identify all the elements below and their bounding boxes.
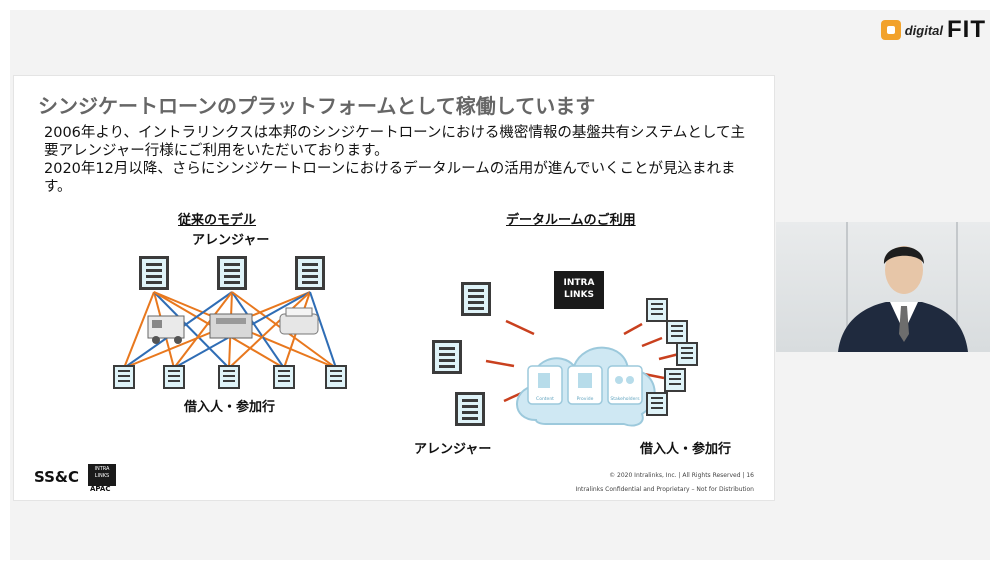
data-room-cloud-icon: Content Provide Stakeholders <box>516 346 656 427</box>
body-paragraph-1: 2006年より、イントラリンクスは本邦のシンジケートローンにおける機密情報の基盤… <box>44 125 745 159</box>
webcam-video-feed <box>776 222 990 352</box>
data-room-heading: データルームのご利用 <box>506 213 636 228</box>
ssc-logo: SS&C <box>34 468 80 486</box>
brand-fit-text: FIT <box>947 16 986 43</box>
presentation-slide: シンジケートローンのプラットフォームとして稼働しています 2006年より、イント… <box>14 76 774 500</box>
borrower-doc-icon <box>676 342 698 366</box>
machine-icons <box>147 307 319 344</box>
borrower-doc-icon <box>646 392 668 416</box>
borrower-doc-icon <box>273 365 295 389</box>
brand-digital-text: digital <box>904 22 943 38</box>
arranger-doc-icon <box>432 340 462 374</box>
slide-title: シンジケートローンのプラットフォームとして稼働しています <box>38 94 596 118</box>
arranger-doc-icon <box>217 256 247 290</box>
digital-fit-logo: digital FIT <box>880 16 986 44</box>
intralinks-logo: INTRA LINKS <box>554 271 604 309</box>
slide-body-text: 2006年より、イントラリンクスは本邦のシンジケートローンにおける機密情報の基盤… <box>44 124 749 196</box>
copyright-text: © 2020 Intralinks, Inc. | All Rights Res… <box>609 472 754 479</box>
borrower-doc-icon <box>218 365 240 389</box>
borrower-label-left: 借入人・参加行 <box>184 400 276 415</box>
borrower-doc-icon <box>113 365 135 389</box>
apac-text: APAC <box>90 485 111 493</box>
wall-line <box>846 222 848 352</box>
wall-line <box>956 222 958 352</box>
digital-fit-mark-icon <box>880 20 901 40</box>
cloud-content-label: Content <box>536 396 554 402</box>
arranger-doc-icon <box>139 256 169 290</box>
arranger-doc-icon <box>295 256 325 290</box>
arranger-label-left: アレンジャー <box>192 233 270 248</box>
borrower-doc-icon <box>325 365 347 389</box>
intralinks-small-logo: INTRA LINKS <box>88 464 116 486</box>
cloud-provide-label: Provide <box>577 396 594 402</box>
traditional-model-heading: 従来のモデル <box>178 213 257 228</box>
arranger-label-right: アレンジャー <box>414 442 492 457</box>
confidential-text: Intralinks Confidential and Proprietary … <box>575 486 754 493</box>
arranger-doc-icon <box>461 282 491 316</box>
borrower-doc-icon <box>646 298 668 322</box>
borrower-doc-icon <box>666 320 688 344</box>
presenter-figure <box>838 246 968 352</box>
cloud-stakeholders-label: Stakeholders <box>610 396 640 402</box>
arranger-doc-icon <box>455 392 485 426</box>
borrower-label-right: 借入人・参加行 <box>640 442 732 457</box>
borrower-doc-icon <box>163 365 185 389</box>
borrower-doc-icon <box>664 368 686 392</box>
body-paragraph-2: 2020年12月以降、さらにシンジケートローンにおけるデータルームの活用が進んで… <box>44 161 736 195</box>
